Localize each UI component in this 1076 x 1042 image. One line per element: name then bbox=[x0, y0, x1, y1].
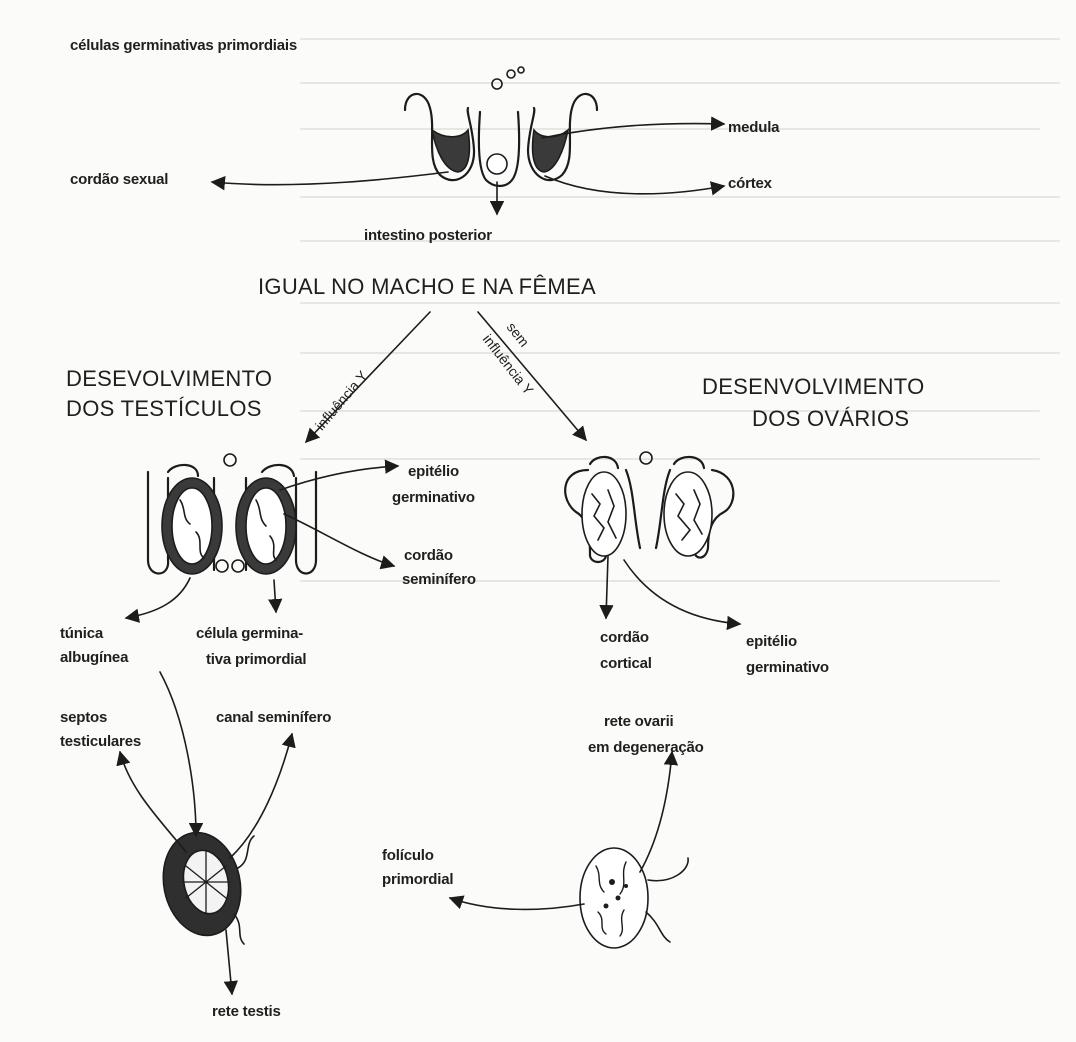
arrow-to-ovaries bbox=[478, 312, 586, 440]
label-epitelio-germinativo-testis-1: epitélio bbox=[408, 462, 459, 482]
label-desenvolvimento-testiculos-1: DESEVOLVIMENTO bbox=[66, 366, 272, 392]
label-foliculo-primordial-1: folículo bbox=[382, 846, 434, 866]
label-rete-ovarii-1: rete ovarii bbox=[604, 712, 674, 732]
label-cordao-cortical-2: cortical bbox=[600, 654, 652, 674]
mature-testis-drawing bbox=[154, 825, 254, 944]
label-septos-testiculares-2: testiculares bbox=[60, 732, 141, 752]
label-desenvolvimento-ovarios-1: DESENVOLVIMENTO bbox=[702, 374, 925, 400]
testes-drawing bbox=[148, 454, 316, 574]
label-igual-macho-femea: IGUAL NO MACHO E NA FÊMEA bbox=[258, 274, 596, 300]
label-celula-germinativa-2: tiva primordial bbox=[206, 650, 306, 670]
undifferentiated-gonad-drawing bbox=[405, 67, 597, 186]
label-epitelio-germinativo-ovary-2: germinativo bbox=[746, 658, 829, 678]
ovaries-drawing bbox=[565, 452, 733, 562]
mature-ovary-drawing bbox=[580, 848, 688, 948]
label-cordao-seminifero-2: seminífero bbox=[402, 570, 476, 590]
label-medula: medula bbox=[728, 118, 779, 138]
label-celula-germinativa-1: célula germina- bbox=[196, 624, 303, 644]
label-canal-seminifero: canal seminífero bbox=[216, 708, 331, 728]
label-septos-testiculares-1: septos bbox=[60, 708, 107, 728]
label-desenvolvimento-testiculos-2: DOS TESTÍCULOS bbox=[66, 396, 262, 422]
label-epitelio-germinativo-testis-2: germinativo bbox=[392, 488, 475, 508]
label-rete-testis: rete testis bbox=[212, 1002, 281, 1022]
label-rete-ovarii-2: em degeneração bbox=[588, 738, 704, 758]
label-intestino-posterior: intestino posterior bbox=[364, 226, 492, 246]
label-epitelio-germinativo-ovary-1: epitélio bbox=[746, 632, 797, 652]
label-desenvolvimento-ovarios-2: DOS OVÁRIOS bbox=[752, 406, 909, 432]
label-cortex: córtex bbox=[728, 174, 772, 194]
ovaries-arrows bbox=[606, 556, 740, 624]
label-tunica-albuginea-1: túnica bbox=[60, 624, 103, 644]
label-cordao-cortical-1: cordão bbox=[600, 628, 649, 648]
label-foliculo-primordial-2: primordial bbox=[382, 870, 453, 890]
label-cordao-sexual: cordão sexual bbox=[70, 170, 168, 190]
label-cordao-seminifero-1: cordão bbox=[404, 546, 453, 566]
label-celulas-germinativas: células germinativas primordiais bbox=[70, 36, 297, 56]
label-tunica-albuginea-2: albugínea bbox=[60, 648, 128, 668]
